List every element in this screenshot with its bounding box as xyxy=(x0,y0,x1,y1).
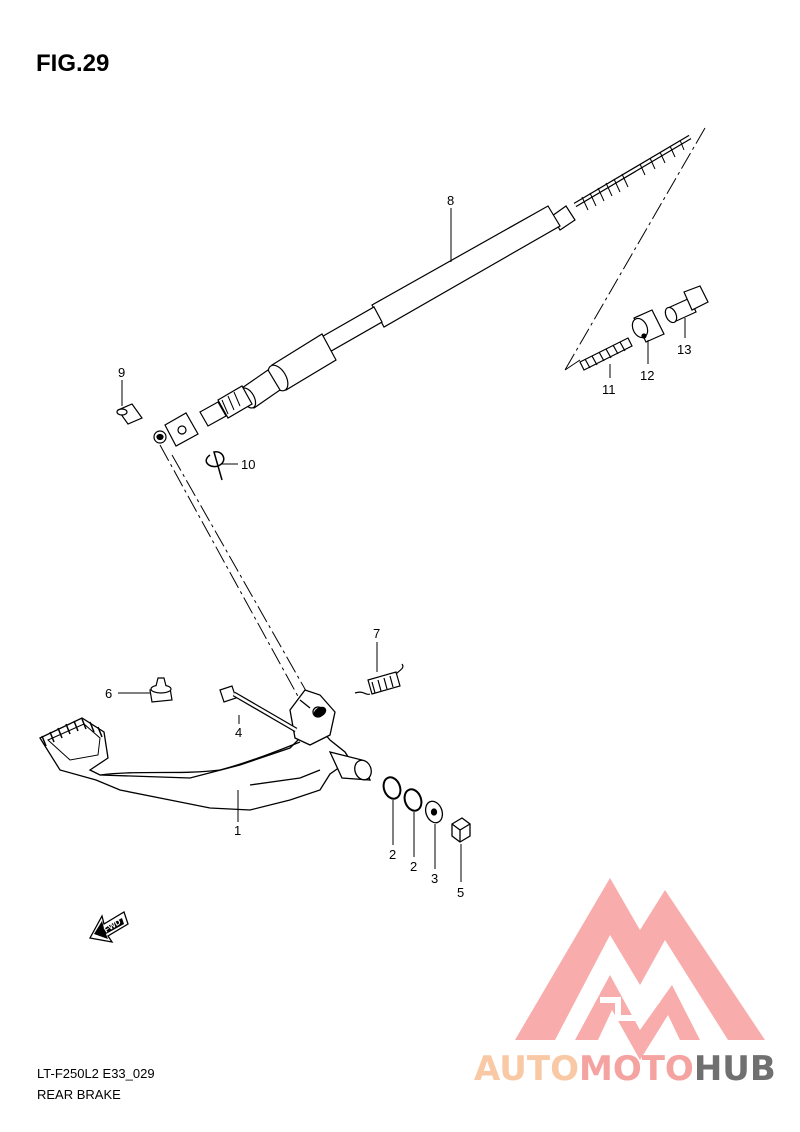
diagram-name: REAR BRAKE xyxy=(37,1087,121,1102)
brake-cable xyxy=(153,134,692,447)
spring-11 xyxy=(579,337,633,371)
callout-11: 11 xyxy=(602,382,616,397)
callout-4: 4 xyxy=(235,725,242,740)
callout-2b: 2 xyxy=(410,859,417,874)
callout-8: 8 xyxy=(447,193,454,208)
brake-pedal xyxy=(39,689,372,811)
pedal-bolt-4 xyxy=(219,685,298,733)
fwd-arrow: FWD xyxy=(88,911,129,943)
bolt-13 xyxy=(664,285,709,324)
watermark-brand-part2: MOTO xyxy=(578,1049,694,1089)
callout-labels: 1 2 2 3 4 5 6 7 8 9 10 11 12 13 xyxy=(105,193,691,900)
sleeve-12 xyxy=(631,309,665,343)
alignment-lines xyxy=(159,127,706,713)
callout-10: 10 xyxy=(241,457,255,472)
nut-5 xyxy=(451,817,471,843)
watermark-logo xyxy=(515,878,765,1060)
watermark-brand-part3: HUB xyxy=(693,1049,776,1089)
leader-lines xyxy=(118,208,686,882)
diagram-code: LT-F250L2 E33_029 xyxy=(37,1066,155,1081)
snap-clip xyxy=(205,451,225,481)
callout-1: 1 xyxy=(234,823,241,838)
callout-5: 5 xyxy=(457,885,464,900)
washer-3 xyxy=(424,800,444,824)
callout-13: 13 xyxy=(677,342,691,357)
clevis-pin xyxy=(116,403,143,425)
washer-2a xyxy=(382,776,402,800)
figure-title: FIG.29 xyxy=(36,50,110,77)
washer-2b xyxy=(403,788,423,812)
callout-2a: 2 xyxy=(389,847,396,862)
callout-6: 6 xyxy=(105,686,112,701)
pedal-stopper-6 xyxy=(149,677,173,703)
watermark-brand: AUTOMOTOHUB xyxy=(474,1049,776,1089)
callout-3: 3 xyxy=(431,871,438,886)
callout-9: 9 xyxy=(118,365,125,380)
callout-7: 7 xyxy=(373,626,380,641)
callout-12: 12 xyxy=(640,368,654,383)
return-spring-7 xyxy=(354,663,404,696)
watermark-brand-part1: AUTO xyxy=(474,1049,579,1089)
